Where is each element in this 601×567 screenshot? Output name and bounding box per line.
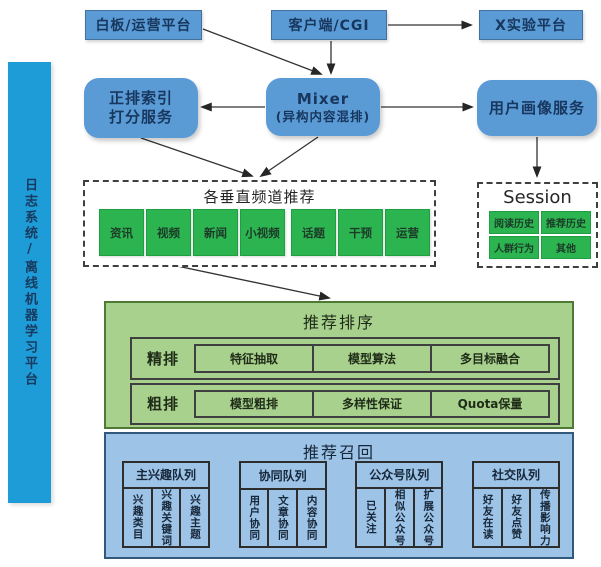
cell-multi-objective-fusion: 多目标融合 <box>459 351 520 366</box>
node-client-label: 客户端/CGI <box>288 18 370 34</box>
cell-coarse-model: 模型粗排 <box>196 391 314 416</box>
panel-session: Session 阅读历史 推荐历史 人群行为 其他 <box>477 182 598 268</box>
arrow-mixer-to-channels <box>259 136 319 178</box>
ranking-row-fine: 精排 特征抽取 模型算法 多目标融合 <box>130 337 560 380</box>
panel-recommend-ranking: 推荐排序 精排 特征抽取 模型算法 多目标融合 粗排 模型粗排 多样性保证 Qu… <box>104 301 574 429</box>
recall-queues: 主兴趣队列 兴趣类目 兴趣关键词 兴趣主题 协同队列 用户协同 文章协同 内容协… <box>122 461 560 548</box>
channel-yunying: 运营 <box>385 209 430 256</box>
mixer-line2: (异构内容混排) <box>275 108 371 124</box>
session-cell-read-history: 阅读历史 <box>489 211 539 234</box>
session-title: Session <box>503 187 572 208</box>
item-expanded-account: 扩展公众号 <box>422 488 435 547</box>
node-forward-index-service: 正排索引 打分服务 <box>84 78 198 138</box>
sidebar-log-system-bar: 日志系统/离线机器学习平台 <box>8 62 51 503</box>
ranking-table: 精排 特征抽取 模型算法 多目标融合 粗排 模型粗排 多样性保证 Quota保量 <box>130 337 560 425</box>
vertical-channels-title: 各垂直频道推荐 <box>203 188 316 206</box>
cell-feature-extraction: 特征抽取 <box>196 346 314 371</box>
item-friends-likes: 好友点赞 <box>503 488 532 546</box>
queue-main-interest-header: 主兴趣队列 <box>122 461 210 489</box>
node-client-cgi: 客户端/CGI <box>271 10 387 40</box>
ranking-row-coarse-strip: 模型粗排 多样性保证 Quota保量 <box>194 389 550 418</box>
mixer-line1: Mixer <box>296 89 350 108</box>
channel-shipin: 视频 <box>146 209 191 256</box>
item-interest-keyword: 兴趣关键词 <box>153 488 182 546</box>
index-service-line1: 正排索引 <box>108 89 173 108</box>
cell-diversity-guarantee: 多样性保证 <box>314 391 432 416</box>
panel-recommend-recall: 推荐召回 主兴趣队列 兴趣类目 兴趣关键词 兴趣主题 协同队列 用户协同 文章协… <box>104 432 574 559</box>
session-cell-crowd-behavior: 人群行为 <box>489 236 539 259</box>
channel-zixun: 资讯 <box>99 209 144 256</box>
item-content-cf: 内容协同 <box>305 495 318 541</box>
profile-service-label: 用户画像服务 <box>488 98 585 117</box>
item-article-cf: 文章协同 <box>269 490 298 546</box>
queue-official-account-header: 公众号队列 <box>355 461 444 489</box>
arrow-index-to-channels <box>140 137 254 178</box>
node-user-profile-service: 用户画像服务 <box>477 80 597 136</box>
queue-official-account: 公众号队列 已关注 相似公众号 扩展公众号 <box>355 461 444 548</box>
node-mixer: Mixer (异构内容混排) <box>266 78 380 136</box>
node-x-experiment-platform: X实验平台 <box>479 10 583 40</box>
sidebar-label: 日志系统/离线机器学习平台 <box>22 177 37 388</box>
index-service-line2: 打分服务 <box>108 108 173 126</box>
ranking-row-coarse: 粗排 模型粗排 多样性保证 Quota保量 <box>130 382 560 425</box>
item-user-cf: 用户协同 <box>241 490 270 546</box>
ranking-row-fine-label: 精排 <box>146 349 179 368</box>
item-similar-account: 相似公众号 <box>386 488 415 546</box>
queue-main-interest: 主兴趣队列 兴趣类目 兴趣关键词 兴趣主题 <box>122 461 210 548</box>
item-interest-topic: 兴趣主题 <box>188 494 201 541</box>
session-grid: 阅读历史 推荐历史 人群行为 其他 <box>489 211 591 259</box>
session-cell-rec-history: 推荐历史 <box>541 211 591 234</box>
queue-social-header: 社交队列 <box>471 461 560 489</box>
node-whiteboard-platform: 白板/运营平台 <box>85 10 202 40</box>
panel-vertical-channels: 各垂直频道推荐 资讯 视频 新闻 小视频 话题 干预 运营 <box>83 180 436 267</box>
ranking-row-fine-strip: 特征抽取 模型算法 多目标融合 <box>194 344 550 373</box>
item-interest-category: 兴趣类目 <box>124 488 153 546</box>
channel-xiaoshipin: 小视频 <box>240 209 285 256</box>
node-experiment-label: X实验平台 <box>495 18 567 34</box>
channels-group-1: 资讯 视频 新闻 小视频 <box>99 209 285 256</box>
ranking-row-coarse-label: 粗排 <box>146 395 179 414</box>
recall-title: 推荐召回 <box>302 443 375 462</box>
channel-ganyu: 干预 <box>338 209 383 256</box>
queue-collaborative-header: 协同队列 <box>238 461 327 490</box>
queue-social: 社交队列 好友在读 好友点赞 传播影响力 <box>471 461 560 548</box>
channels-group-2: 话题 干预 运营 <box>291 209 430 256</box>
session-cell-other: 其他 <box>541 236 591 259</box>
cell-model-algorithm: 模型算法 <box>314 346 432 371</box>
ranking-title: 推荐排序 <box>302 313 375 332</box>
cell-quota-guarantee: Quota保量 <box>457 397 523 412</box>
channel-xinwen: 新闻 <box>193 209 238 256</box>
item-followed: 已关注 <box>357 488 386 546</box>
node-whiteboard-label: 白板/运营平台 <box>95 18 192 34</box>
queue-collaborative: 协同队列 用户协同 文章协同 内容协同 <box>238 461 327 548</box>
channel-huati: 话题 <box>291 209 336 256</box>
item-friends-reading: 好友在读 <box>474 488 503 546</box>
item-spread-influence: 传播影响力 <box>538 488 551 547</box>
